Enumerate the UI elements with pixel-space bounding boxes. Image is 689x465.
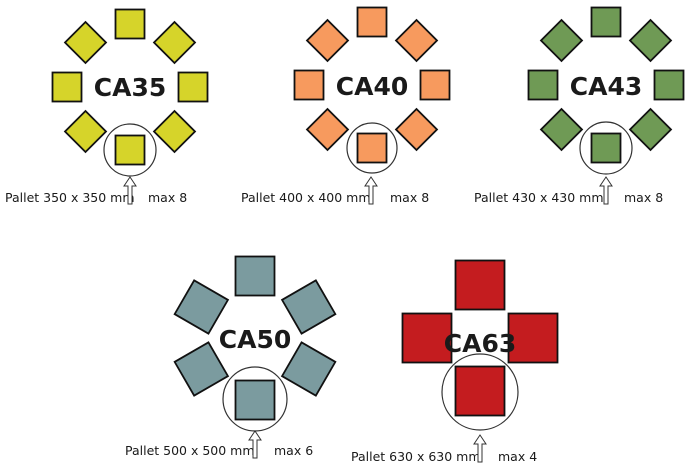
- pallet-square: [152, 20, 197, 65]
- pallet-square: [628, 107, 673, 152]
- model-title-ca40: CA40: [336, 72, 409, 101]
- pallet-squares-ca35: [51, 8, 209, 166]
- diagram-ca50: CA50 Pallet 500 x 500 mm max 6: [125, 255, 337, 459]
- pallet-square: [653, 69, 685, 101]
- pallet-size-label-ca43: Pallet 430 x 430 mm: [474, 190, 604, 205]
- model-title-ca63: CA63: [444, 329, 517, 358]
- max-count-label-ca63: max 4: [498, 449, 537, 464]
- pallet-square: [539, 18, 584, 63]
- pallet-square: [356, 6, 388, 38]
- max-count-label-ca50: max 6: [274, 443, 313, 458]
- pallet-square: [305, 18, 350, 63]
- pallet-square: [177, 71, 209, 103]
- pallet-size-label-ca35: Pallet 350 x 350 mm: [5, 190, 135, 205]
- pallet-square: [394, 107, 439, 152]
- pallet-square: [628, 18, 673, 63]
- pallet-square: [234, 379, 276, 421]
- pallet-square: [507, 312, 559, 364]
- pallet-squares-ca43: [527, 6, 685, 164]
- max-count-label-ca43: max 8: [624, 190, 663, 205]
- pallet-square: [152, 109, 197, 154]
- pallet-square: [454, 365, 506, 417]
- up-arrow-icon: [123, 176, 137, 205]
- pallet-square: [454, 259, 506, 311]
- max-count-label-ca40: max 8: [390, 190, 429, 205]
- pallet-square: [539, 107, 584, 152]
- pallet-square: [234, 255, 276, 297]
- model-title-ca35: CA35: [94, 73, 167, 102]
- pallet-square: [590, 6, 622, 38]
- pallet-square: [527, 69, 559, 101]
- pallet-size-label-ca50: Pallet 500 x 500 mm: [125, 443, 255, 458]
- pallet-square: [114, 8, 146, 40]
- pallet-square: [356, 132, 388, 164]
- pallet-squares-ca40: [293, 6, 451, 164]
- up-arrow-icon: [599, 176, 613, 205]
- up-arrow-icon: [473, 434, 487, 463]
- pallet-square: [394, 18, 439, 63]
- pallet-squares-ca63: [401, 259, 559, 417]
- model-title-ca43: CA43: [570, 72, 643, 101]
- diagram-ca40: CA40 Pallet 400 x 400 mm max 8: [241, 6, 451, 205]
- pallet-square: [305, 107, 350, 152]
- pallet-square: [419, 69, 451, 101]
- pallet-square: [293, 69, 325, 101]
- pallet-squares-ca50: [173, 255, 337, 421]
- pallet-square: [63, 109, 108, 154]
- selection-circle-icon: [103, 123, 157, 177]
- selection-circle-icon: [441, 353, 519, 431]
- up-arrow-icon: [248, 430, 262, 459]
- pallet-square: [280, 341, 337, 397]
- diagram-ca43: CA43 Pallet 430 x 430 mm max 8: [474, 6, 685, 205]
- pallet-square: [401, 312, 453, 364]
- pallet-square: [63, 20, 108, 65]
- selection-circle-icon: [346, 122, 398, 174]
- pallet-square: [51, 71, 83, 103]
- pallet-square: [590, 132, 622, 164]
- diagram-ca63: CA63 Pallet 630 x 630 mm max 4: [351, 259, 559, 464]
- pallet-size-label-ca40: Pallet 400 x 400 mm: [241, 190, 371, 205]
- up-arrow-icon: [364, 176, 378, 205]
- selection-circle-icon: [579, 121, 633, 175]
- pallet-square: [173, 279, 230, 335]
- pallet-square: [280, 279, 337, 335]
- pallet-size-label-ca63: Pallet 630 x 630 mm: [351, 449, 481, 464]
- diagram-ca35: CA35 Pallet 350 x 350 mm max 8: [5, 8, 209, 205]
- model-title-ca50: CA50: [219, 325, 292, 354]
- pallet-square: [173, 341, 230, 397]
- max-count-label-ca35: max 8: [148, 190, 187, 205]
- pallet-square: [114, 134, 146, 166]
